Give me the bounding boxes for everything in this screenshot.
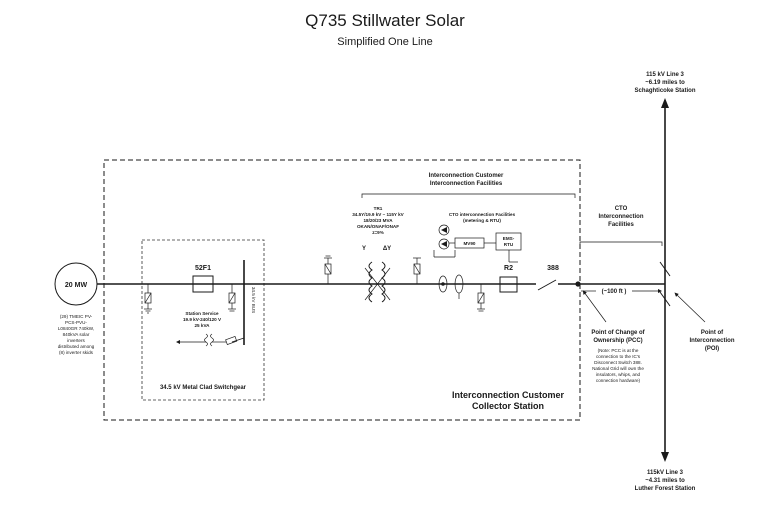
poi-arrow: [674, 292, 706, 323]
diagram-subtitle: Simplified One Line: [337, 36, 432, 48]
svg-text:Point of: Point of: [701, 330, 724, 336]
recloser-r2-label: R2: [504, 265, 513, 272]
pcc-label: Point of Change of Ownership (PCC): [591, 330, 645, 344]
poi-switch-top-icon: [659, 255, 671, 277]
switchgear-label: 34.5 kV Metal Clad Switchgear: [160, 385, 247, 391]
switch-388-gap: [536, 280, 558, 288]
pcc-arrow: [582, 290, 607, 323]
svg-text:~6.19 miles to: ~6.19 miles to: [645, 80, 685, 86]
svg-text:(29) TMEIC PV-: (29) TMEIC PV-: [60, 314, 93, 319]
generator-label: 20 MW: [65, 282, 88, 289]
svg-text:18/20/23 MVA: 18/20/23 MVA: [363, 218, 393, 223]
svg-text:Ownership (PCC): Ownership (PCC): [593, 338, 642, 344]
line-top-label: 115 kV Line 3 ~6.19 miles to Schaghticok…: [634, 72, 695, 94]
svg-text:National Grid will own the: National Grid will own the: [592, 366, 644, 371]
svg-text:connection to the IC's: connection to the IC's: [596, 354, 641, 359]
svg-text:ΔY: ΔY: [383, 246, 391, 252]
diagram-title: Q735 Stillwater Solar: [305, 11, 465, 30]
svg-text:TR1: TR1: [374, 206, 383, 211]
poi-label: Point of Interconnection (POI): [689, 330, 734, 352]
svg-text:~4.31 miles to: ~4.31 miles to: [645, 478, 685, 484]
svg-text:Interconnection Customer: Interconnection Customer: [429, 173, 504, 179]
distance-label: (~100 ft ): [602, 289, 627, 295]
line-bottom-label: 115kV Line 3 ~4.31 miles to Luther Fores…: [635, 470, 696, 492]
switch-388-icon: [537, 279, 557, 291]
recloser-r2-icon: [499, 276, 518, 293]
cto-facilities-bracket: [579, 241, 663, 246]
svg-text:Collector Station: Collector Station: [472, 401, 544, 411]
pcc-junction-dot: [575, 281, 581, 287]
svg-text:Interconnection Facilities: Interconnection Facilities: [430, 181, 503, 187]
svg-text:115 kV Line 3: 115 kV Line 3: [646, 72, 684, 78]
svg-text:840kVA solar: 840kVA solar: [63, 332, 90, 337]
svg-text:Interconnection Customer: Interconnection Customer: [452, 390, 565, 400]
svg-text:(8) inverter skids: (8) inverter skids: [59, 350, 94, 355]
pcc-note: (Note: PCC is at the connection to the I…: [592, 348, 644, 383]
cto-outer-label: CTO Interconnection Facilities: [598, 206, 643, 228]
generator-notes: (29) TMEIC PV- PCS-PVU- L0840GR 740kW, 8…: [58, 314, 95, 355]
surge-arrester-tr1-high-icon: [413, 257, 421, 284]
surge-arrester-r2-icon: [477, 284, 485, 312]
arrow-up-icon: [661, 98, 669, 108]
main-transformer-tr1-icon: Y ΔY: [362, 246, 391, 303]
collector-station-boundary: [103, 159, 581, 421]
svg-text:Schaghticoke Station: Schaghticoke Station: [634, 88, 695, 94]
svg-text:PCS-PVU-: PCS-PVU-: [65, 320, 87, 325]
station-service-label: Station Service 19.9 kV-240/120 V 25 kVA: [183, 311, 222, 328]
surge-arrester-gen-icon: [144, 284, 152, 314]
svg-text:Facilities: Facilities: [608, 222, 634, 228]
svg-text:z=9%: z=9%: [372, 230, 384, 235]
svg-text:Interconnection: Interconnection: [598, 214, 643, 220]
svg-text:Y: Y: [362, 246, 366, 252]
ems-label-line1: EMS-: [503, 236, 515, 241]
tr1-label: TR1 34.5Y/19.9 kV – 115Y kV 18/20/23 MVA…: [352, 206, 404, 235]
breaker-52f1-icon: [192, 275, 214, 293]
svg-text:Point of Change of: Point of Change of: [591, 330, 645, 336]
bus-34-5kv-label: 34.5 kV BUS: [251, 287, 256, 313]
svg-text:connection hardware): connection hardware): [596, 378, 641, 383]
current-transformer-icon: [438, 275, 448, 293]
svg-text:115kV Line 3: 115kV Line 3: [647, 470, 684, 476]
svg-text:Luther Forest Station: Luther Forest Station: [635, 486, 696, 492]
svg-text:25 kVA: 25 kVA: [195, 323, 211, 328]
switchgear-boundary: [141, 239, 265, 401]
switch-388-label: 388: [547, 265, 559, 272]
mv90-label: MV90: [463, 241, 475, 246]
svg-text:Disconnect Switch 388.: Disconnect Switch 388.: [594, 360, 642, 365]
surge-arrester-tr1-low-icon: [324, 255, 332, 284]
svg-text:34.5Y/19.9 kV – 115Y kV: 34.5Y/19.9 kV – 115Y kV: [352, 212, 404, 217]
svg-text:OKAN/ONAF/ONAF: OKAN/ONAF/ONAF: [357, 224, 399, 229]
ic-facilities-label: Interconnection Customer Interconnection…: [429, 173, 504, 187]
cto-inner-label: CTO interconnection Facilities (metering…: [449, 212, 516, 223]
svg-text:CTO interconnection Facilitie: CTO interconnection Facilities: [449, 212, 516, 217]
ems-label-line2: RTU: [504, 242, 514, 247]
svg-text:insulators, whips, and: insulators, whips, and: [596, 372, 641, 377]
svg-text:Station Service: Station Service: [185, 311, 219, 316]
breaker-52f1-label: 52F1: [195, 265, 211, 272]
svg-text:(metering & RTU): (metering & RTU): [463, 218, 501, 223]
generator-circle: [54, 262, 98, 306]
surge-arrester-swgr-icon: [228, 284, 236, 312]
svg-text:(Note: PCC is at the: (Note: PCC is at the: [598, 348, 639, 353]
svg-text:L0840GR 740kW,: L0840GR 740kW,: [58, 326, 94, 331]
svg-text:Interconnection: Interconnection: [689, 338, 734, 344]
svg-text:19.9 kV-240/120 V: 19.9 kV-240/120 V: [183, 317, 222, 322]
svg-text:(POI): (POI): [705, 346, 719, 352]
svg-text:inverters: inverters: [67, 338, 85, 343]
svg-text:distributed among: distributed among: [58, 344, 95, 349]
potential-transformer-icon: [454, 274, 464, 299]
poi-switch-bottom-icon: [659, 291, 671, 307]
svg-text:CTO: CTO: [615, 206, 628, 212]
ems-rtu-box: [495, 232, 522, 251]
meter-icon: [438, 224, 450, 250]
collector-station-label: Interconnection Customer Collector Stati…: [452, 390, 565, 411]
station-service-transformer-icon: [175, 333, 245, 347]
ic-facilities-bracket: [361, 193, 576, 198]
arrow-down-icon: [661, 452, 669, 462]
